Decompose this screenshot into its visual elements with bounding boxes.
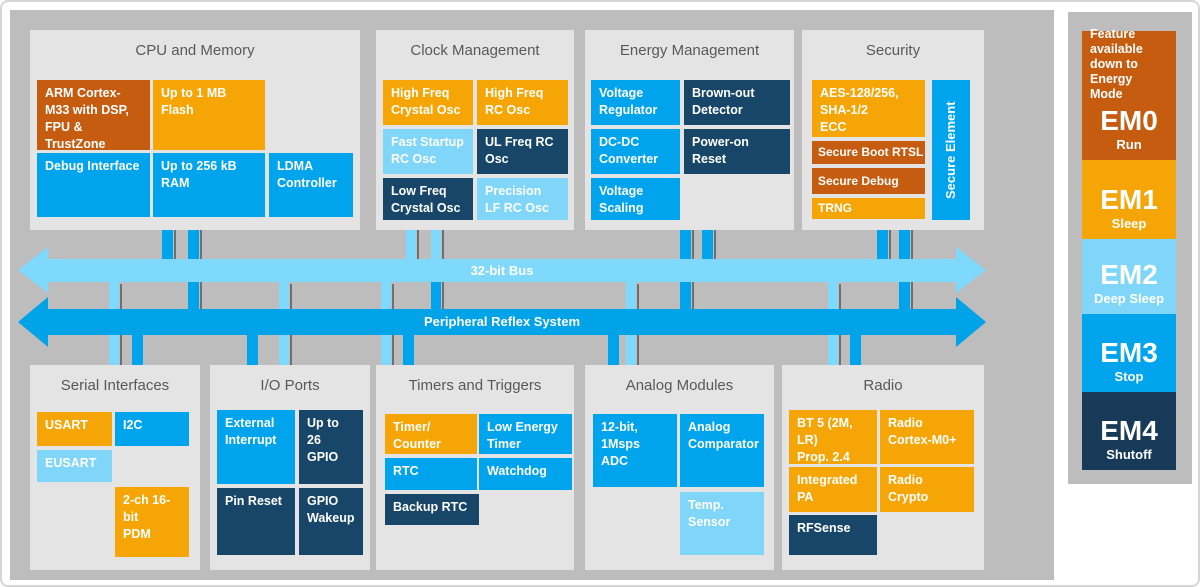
prs-band <box>48 309 958 335</box>
bus32-band <box>48 259 958 282</box>
block-radio-crypto: Radio Crypto <box>880 467 974 512</box>
group-title-analog: Analog Modules <box>625 377 734 394</box>
bus-connector <box>247 330 258 365</box>
block-voltage-regulator: Voltage Regulator <box>591 80 680 125</box>
block-hf-rc-osc: High Freq RC Osc <box>477 80 568 125</box>
group-title-cpu: CPU and Memory <box>135 42 255 59</box>
block-brown-out-detector: Brown-out Detector <box>684 80 790 125</box>
connector-shadow <box>417 230 419 261</box>
legend-em2: EM2 Deep Sleep <box>1082 239 1176 314</box>
block-lf-crystal-osc: Low Freq Crystal Osc <box>383 178 473 220</box>
legend-em0: Feature available down to Energy Mode EM… <box>1082 27 1176 160</box>
block-gpio: Up to 26 GPIO <box>299 410 363 484</box>
block-pdm: 2-ch 16-bit PDM <box>115 487 189 557</box>
block-watchdog: Watchdog <box>479 458 572 490</box>
bus-connector <box>132 330 143 365</box>
prs-label: Peripheral Reflex System <box>423 314 581 329</box>
legend-em3-name: EM3 <box>1100 337 1158 369</box>
bus-connector <box>162 230 173 263</box>
block-secure-element: Secure Element <box>932 80 970 220</box>
block-backup-rtc: Backup RTC <box>385 494 479 525</box>
legend-em1-sub: Sleep <box>1111 216 1147 231</box>
block-trng: TRNG <box>812 198 925 219</box>
block-secure-debug: Secure Debug <box>812 168 925 194</box>
group-title-serial: Serial Interfaces <box>60 377 170 394</box>
bus32-right-arrowhead <box>956 247 986 293</box>
block-eusart: EUSART <box>37 450 112 482</box>
block-dcdc-converter: DC-DC Converter <box>591 129 680 174</box>
group-title-timers: Timers and Triggers <box>408 377 542 394</box>
connector-shadow <box>889 230 891 261</box>
block-ul-freq-rc-osc: UL Freq RC Osc <box>477 129 568 174</box>
block-adc: 12-bit, 1Msps ADC <box>593 414 677 487</box>
group-title-radio: Radio <box>863 377 903 394</box>
block-usart: USART <box>37 412 112 446</box>
bus-connector <box>431 278 441 314</box>
legend-em1: EM1 Sleep <box>1082 160 1176 239</box>
block-external-interrupt: External Interrupt <box>217 410 295 484</box>
block-low-energy-timer: Low Energy Timer <box>479 414 572 454</box>
bus-connector <box>702 230 713 263</box>
block-rtc: RTC <box>385 458 477 490</box>
legend-em4-sub: Shutoff <box>1106 447 1152 462</box>
group-title-io: I/O Ports <box>260 377 320 394</box>
block-i2c: I2C <box>115 412 189 446</box>
group-title-security: Security <box>865 42 921 59</box>
block-pin-reset: Pin Reset <box>217 488 295 555</box>
bus-connector <box>406 230 416 263</box>
legend-em0-name: EM0 <box>1100 105 1158 137</box>
legend-em0-sub: Run <box>1116 137 1142 152</box>
block-ldma-controller: LDMA Controller <box>269 153 353 217</box>
block-gpio-wakeup: GPIO Wakeup <box>299 488 363 555</box>
connector-shadow <box>174 230 176 261</box>
bus32-label: 32-bit Bus <box>470 263 534 278</box>
group-title-clock: Clock Management <box>410 42 540 59</box>
bus-connector <box>431 230 441 263</box>
bus-connector <box>608 330 619 365</box>
legend-em3-sub: Stop <box>1114 369 1144 384</box>
legend-em2-sub: Deep Sleep <box>1093 291 1165 306</box>
legend-header: Feature available down to Energy Mode <box>1090 27 1143 102</box>
block-integrated-pa: Integrated PA <box>789 467 877 512</box>
bus-connector <box>850 330 861 365</box>
block-analog-comparator: Analog Comparator <box>680 414 764 487</box>
block-temp-sensor: Temp. Sensor <box>680 492 764 555</box>
block-ram: Up to 256 kB RAM <box>153 153 265 217</box>
block-hf-crystal-osc: High Freq Crystal Osc <box>383 80 473 125</box>
block-secure-boot-rtsl: Secure Boot RTSL <box>812 141 925 164</box>
legend-em1-name: EM1 <box>1100 184 1158 216</box>
block-aes-sha-ecc: AES-128/256, SHA-1/2 ECC <box>812 80 925 137</box>
group-title-energy: Energy Management <box>619 42 760 59</box>
bus-connector <box>877 230 888 263</box>
bus-connector <box>403 330 414 365</box>
bus32-left-arrowhead <box>18 247 48 293</box>
block-rfsense: RFSense <box>789 515 877 555</box>
connector-shadow <box>714 230 716 261</box>
block-radio-cortex-m0: Radio Cortex-M0+ <box>880 410 974 464</box>
block-precision-lf-rc-osc: Precision LF RC Osc <box>477 178 568 220</box>
legend-em4: EM4 Shutoff <box>1082 392 1176 470</box>
block-flash: Up to 1 MB Flash <box>153 80 265 150</box>
prs-right-arrowhead <box>956 297 986 347</box>
block-fast-startup-rc-osc: Fast Startup RC Osc <box>383 129 473 174</box>
legend-em2-name: EM2 <box>1100 259 1158 291</box>
legend-em3: EM3 Stop <box>1082 314 1176 392</box>
block-timer-counter: Timer/ Counter <box>385 414 477 454</box>
block-power-on-reset: Power-on Reset <box>684 129 790 174</box>
block-arm-cortex-m33: ARM Cortex-M33 with DSP, FPU & TrustZone <box>37 80 150 150</box>
block-voltage-scaling: Voltage Scaling <box>591 178 680 220</box>
legend-em4-name: EM4 <box>1100 415 1158 447</box>
prs-left-arrowhead <box>18 297 48 347</box>
block-debug-interface: Debug Interface <box>37 153 150 217</box>
block-bt5-proprietary: BT 5 (2M, LR) Prop. 2.4 GHz <box>789 410 877 464</box>
